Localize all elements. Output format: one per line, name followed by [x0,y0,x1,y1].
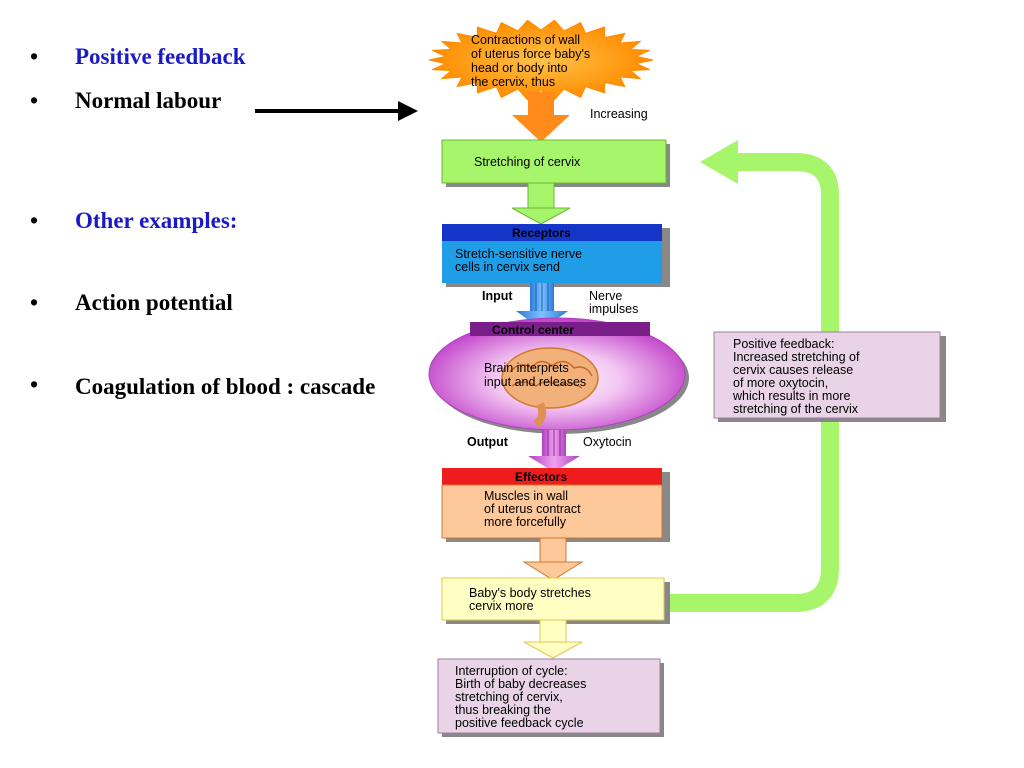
normal-labour-arrow [255,101,418,121]
bullet-text: Coagulation of blood : cascade [75,374,376,399]
nerve-label: Nerve [589,289,622,303]
stretching-text: Stretching of cervix [474,155,581,169]
effectors-line: more forcefully [484,515,567,529]
output-arrow [528,430,580,472]
effectors-title: Effectors [515,470,567,484]
bullet-text: Action potential [75,290,233,315]
control-center: Control center Brain interprets input an… [428,317,689,434]
input-label: Input [482,289,513,303]
baby-box: Baby's body stretches cervix more [441,577,670,624]
control-line: Brain interprets [484,361,569,375]
control-title: Control center [492,323,574,337]
receptors-line: cells in cervix send [455,260,560,274]
effectors-line: of uterus contract [484,502,581,516]
feedback-line: which results in more [732,389,850,403]
interruption-line: positive feedback cycle [455,716,584,730]
interruption-line: Interruption of cycle: [455,664,568,678]
bullet-text: Other examples: [75,208,238,233]
burst-line: the cervix, thus [471,75,555,89]
receptors-line: Stretch-sensitive nerve [455,247,582,261]
nerve-label: impulses [589,302,638,316]
increasing-label: Increasing [590,107,648,121]
interruption-line: stretching of cervix, [455,690,563,704]
interruption-line: thus breaking the [455,703,551,717]
feedback-line: stretching of the cervix [733,402,859,416]
control-line: input and releases [484,375,586,389]
bullet-dot: • [30,44,39,69]
contractions-burst: Contractions of wall of uterus force bab… [428,19,654,101]
burst-line: of uterus force baby's [471,47,590,61]
baby-down-arrow [523,619,583,659]
effectors-down-arrow [522,537,584,581]
baby-line: cervix more [469,599,534,613]
baby-line: Baby's body stretches [469,586,591,600]
stretching-down-arrow [511,182,571,225]
bullet-text: Positive feedback [75,44,246,69]
bullet-dot: • [30,372,39,397]
feedback-line: cervix causes release [733,363,853,377]
effectors-box: Effectors Muscles in wall of uterus cont… [441,468,670,542]
feedback-line: Positive feedback: [733,337,834,351]
effectors-line: Muscles in wall [484,489,568,503]
bullet-dot: • [30,88,39,113]
burst-line: Contractions of wall [471,33,580,47]
positive-feedback-box: Positive feedback: Increased stretching … [713,331,946,422]
bullet-dot: • [30,290,39,315]
receptors-title: Receptors [512,226,571,240]
feedback-line: of more oxytocin, [733,376,828,390]
oxytocin-label: Oxytocin [583,435,632,449]
bullet-text: Normal labour [75,88,222,113]
interruption-line: Birth of baby decreases [455,677,586,691]
interruption-box: Interruption of cycle: Birth of baby dec… [437,658,664,737]
output-label: Output [467,435,509,449]
brain-icon [501,347,599,428]
stretching-box: Stretching of cervix [441,139,670,187]
feedback-line: Increased stretching of [733,350,860,364]
increasing-arrow [512,92,570,142]
bullet-dot: • [30,208,39,233]
receptors-box: Receptors Stretch-sensitive nerve cells … [442,224,670,287]
burst-line: head or body into [471,61,568,75]
